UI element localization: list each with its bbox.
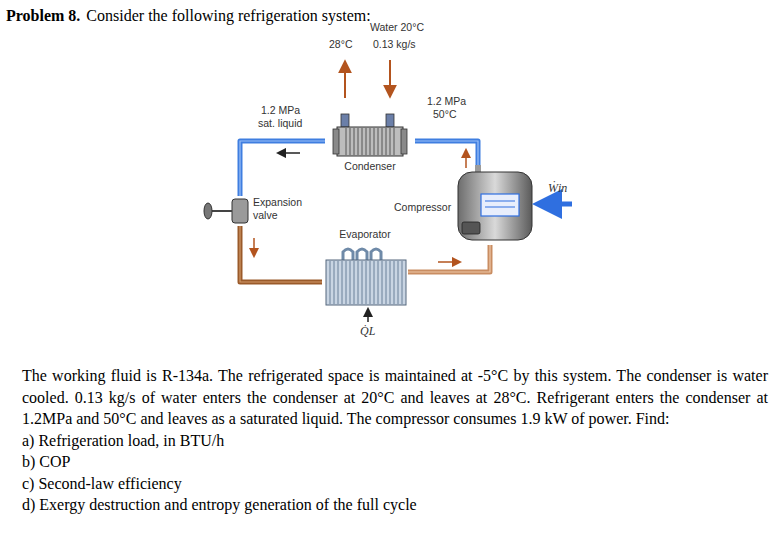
component-label: Condenser [325,160,415,173]
component-label: Evaporator [322,228,408,241]
state-label: 1.2 MPa [261,104,300,117]
refrigerant-pipe [240,141,325,196]
problem-statement: The working fluid is R-134a. The refrige… [22,365,768,430]
problem-title: Problem 8. [6,6,80,26]
question-item: d) Exergy destruction and entropy genera… [22,494,768,516]
state-label: Water 20°C [370,21,424,34]
refrigerant-pipe [415,141,478,165]
water-outlet-arrow [344,62,346,98]
state-label: sat. liquid [258,117,302,130]
question-item: c) Second-law efficiency [22,473,768,495]
state-label: 50°C [433,108,456,121]
valve-body [232,199,248,223]
work-arrow [538,202,572,207]
water-inlet-arrow [389,60,391,96]
flow-arrow [438,261,460,263]
problem-intro: Consider the following refrigeration sys… [86,6,370,26]
water-fitting [341,114,349,127]
pipe-highlight [415,141,478,165]
component-node: Evaporator [322,228,408,308]
valve-handwheel [204,203,212,219]
symbol-label: Q̇L [360,325,375,338]
heat-arrow [367,309,369,322]
compressor-terminal [462,222,480,234]
condenser-fins [345,128,395,155]
flow-arrow [278,152,300,154]
state-label: 1.2 MPa [427,95,466,108]
condenser-body [337,127,403,156]
flow-arrow [253,238,255,256]
pipe-highlight [408,245,490,272]
problem-body: The working fluid is R-134a. The refrige… [22,365,768,516]
component-node: Compressor [392,165,534,245]
refrigerant-pipe [408,245,490,272]
pipe-highlight [240,226,322,282]
compressor-plate-line [485,207,515,208]
component-label: Expansion valve [253,196,313,222]
component-label: Compressor [394,201,451,214]
question-item: a) Refrigeration load, in BTU/h [22,430,768,452]
state-label: 0.13 kg/s [373,38,416,51]
flow-arrow [465,150,467,168]
compressor-plate [481,194,519,216]
evaporator-body [326,260,406,305]
condenser-flange [401,129,407,154]
state-label: 28°C [329,38,352,51]
component-node: Expansion valve [200,196,315,226]
refrigerant-pipe [240,226,322,282]
pipe-highlight [240,141,325,196]
symbol-label: Ẇin [548,182,567,195]
evaporator-fins [327,261,405,304]
compressor-body [458,172,532,240]
valve-stem [212,210,232,212]
component-node: Condenser [325,122,415,178]
condenser-flange [333,129,339,154]
question-item: b) COP [22,451,768,473]
water-fitting [386,114,394,127]
compressor-plate-line [485,201,515,202]
